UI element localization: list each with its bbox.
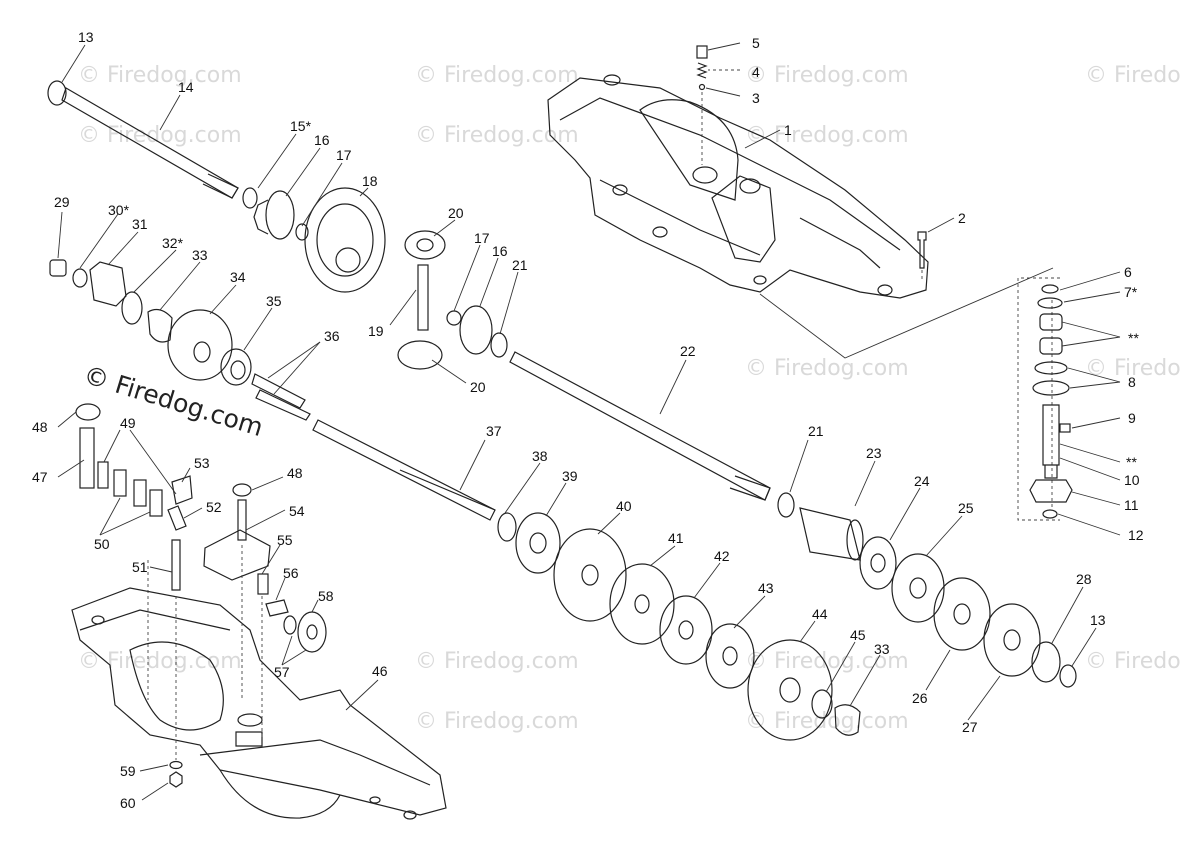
callout-label: 10 <box>1124 472 1140 488</box>
callout-label: 35 <box>266 293 282 309</box>
callout-label: 6 <box>1124 264 1132 280</box>
watermark: © Firedog.com <box>415 649 579 674</box>
watermarks: © Firedog.com © Firedog.com © Firedog.co… <box>78 63 1180 734</box>
callout-label: 16 <box>492 243 508 259</box>
watermark: © Firedog.com <box>415 709 579 734</box>
callout-label: 52 <box>206 499 222 515</box>
watermark: © Firedog.com <box>745 123 909 148</box>
callout-label: 18 <box>362 173 378 189</box>
callout-label: 46 <box>372 663 388 679</box>
callout-label: 55 <box>277 532 293 548</box>
upper-left-shaft <box>47 80 258 209</box>
leader-lines <box>57 42 1121 801</box>
watermark: © Firedog.com <box>415 63 579 88</box>
callout-label: 58 <box>318 588 334 604</box>
watermark: © Firedog.com <box>78 123 242 148</box>
watermark: © Firedog.com <box>78 649 242 674</box>
callout-label: 31 <box>132 216 148 232</box>
callout-label: 39 <box>562 468 578 484</box>
callout-label: 8 <box>1128 374 1136 390</box>
callout-label: 32* <box>162 235 184 251</box>
callout-label: 14 <box>178 79 194 95</box>
callout-label: 16 <box>314 132 330 148</box>
main-shafts <box>251 351 771 521</box>
callout-label: 2 <box>958 210 966 226</box>
callout-label: 27 <box>962 719 978 735</box>
callout-label: 40 <box>616 498 632 514</box>
lower-housing <box>71 545 447 820</box>
callout-label: 34 <box>230 269 246 285</box>
callout-label: 53 <box>194 455 210 471</box>
callout-label: 17 <box>336 147 352 163</box>
callout-label: 51 <box>132 559 148 575</box>
watermark: © Firedog.com <box>745 356 909 381</box>
upper-housing <box>547 74 929 299</box>
callout-label: 45 <box>850 627 866 643</box>
callout-label: 24 <box>914 473 930 489</box>
callout-label: 11 <box>1124 497 1139 513</box>
callout-label: 47 <box>32 469 48 485</box>
callout-label: 28 <box>1076 571 1092 587</box>
callout-label: 22 <box>680 343 696 359</box>
callout-label: 42 <box>714 548 730 564</box>
callout-label: 59 <box>120 763 136 779</box>
callout-label: 12 <box>1128 527 1144 543</box>
callout-label: 44 <box>812 606 828 622</box>
callout-label: ** <box>1128 330 1139 346</box>
callout-label: 15* <box>290 118 312 134</box>
callout-label: 50 <box>94 536 110 552</box>
callout-label: 20 <box>470 379 486 395</box>
callout-label: 13 <box>1090 612 1106 628</box>
callout-label: 43 <box>758 580 774 596</box>
callout-label: 49 <box>120 415 136 431</box>
callout-label: 4 <box>752 64 760 80</box>
upper-gears <box>253 187 508 370</box>
callout-label: 7* <box>1124 284 1138 300</box>
callout-label: 26 <box>912 690 928 706</box>
pinion-group <box>49 259 252 386</box>
callout-label: 21 <box>808 423 824 439</box>
shifter-parts <box>75 403 327 653</box>
callout-label: 41 <box>668 530 684 546</box>
callout-label: 19 <box>368 323 384 339</box>
lower-gear-train <box>497 492 1077 741</box>
callout-label: 48 <box>32 419 48 435</box>
watermark: © Firedog.com <box>1085 649 1180 674</box>
callout-label: 23 <box>866 445 882 461</box>
watermark: © Firedog.com <box>745 709 909 734</box>
callout-labels: 1 2 3 4 5 6 7* ** 8 9 ** 10 11 12 13 14 … <box>32 29 1144 811</box>
callout-label: 29 <box>54 194 70 210</box>
callout-label: 1 <box>784 122 792 138</box>
callout-label: 57 <box>274 664 290 680</box>
watermark: © Firedog.com <box>745 649 909 674</box>
callout-label: 36 <box>324 328 340 344</box>
watermark: © Firedog.com <box>745 63 909 88</box>
callout-label: 37 <box>486 423 502 439</box>
callout-label: 33 <box>874 641 890 657</box>
callout-label: 54 <box>289 503 305 519</box>
callout-label: 60 <box>120 795 136 811</box>
callout-label: 25 <box>958 500 974 516</box>
callout-label: 9 <box>1128 410 1136 426</box>
callout-label: 17 <box>474 230 490 246</box>
callout-label: 3 <box>752 90 760 106</box>
watermark-main: © Firedog.com <box>80 360 266 442</box>
callout-label: 33 <box>192 247 208 263</box>
callout-label: 20 <box>448 205 464 221</box>
fastener-parts <box>696 45 927 282</box>
callout-label: 5 <box>752 35 760 51</box>
callout-label: 13 <box>78 29 94 45</box>
watermark: © Firedog.com <box>415 123 579 148</box>
watermark: © Firedog.com <box>78 63 242 88</box>
callout-label: 21 <box>512 257 528 273</box>
callout-label: ** <box>1126 454 1137 470</box>
callout-label: 30* <box>108 202 130 218</box>
watermark: © Firedog.com <box>1085 63 1180 88</box>
callout-label: 56 <box>283 565 299 581</box>
callout-label: 38 <box>532 448 548 464</box>
callout-label: 48 <box>287 465 303 481</box>
